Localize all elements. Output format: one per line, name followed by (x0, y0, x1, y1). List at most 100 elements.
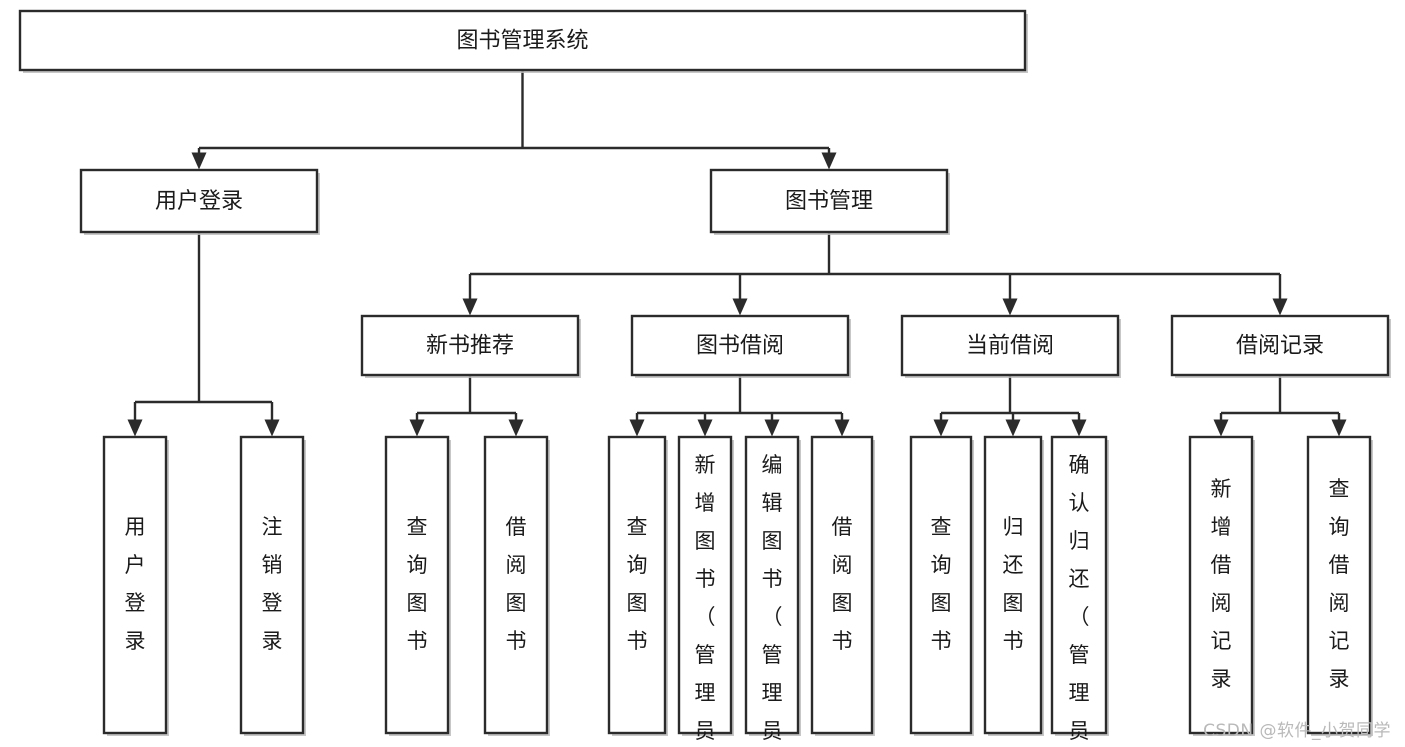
node-label-current-confirm-return-admin-ch0: 确 (1069, 453, 1090, 477)
node-label-record-query-ch3: 阅 (1329, 591, 1350, 615)
node-label-current-query-book-ch1: 询 (931, 553, 952, 577)
node-label-borrow-borrow-book-ch3: 书 (832, 629, 853, 653)
node-label-recommend-query-book-ch1: 询 (407, 553, 428, 577)
edge-group-current-borrow (933, 375, 1087, 437)
arrow-head-icon (933, 419, 949, 437)
node-label-record-add-ch1: 增 (1211, 515, 1232, 539)
node-label-borrow-add-book-admin-ch1: 增 (695, 491, 716, 515)
node-label-borrow-borrow-book-ch0: 借 (832, 515, 853, 539)
node-label-record-query-ch2: 借 (1329, 553, 1350, 577)
arrow-head-icon (508, 419, 524, 437)
arrow-head-icon (127, 419, 143, 437)
node-label-borrow-edit-book-admin-ch0: 编 (762, 453, 783, 477)
node-user-login[interactable]: 用户登录 (79, 168, 320, 235)
node-label-borrow-query-book-ch3: 书 (627, 629, 648, 653)
node-label-borrow-edit-book-admin-ch4: （ (762, 605, 783, 629)
node-label-current-borrow: 当前借阅 (966, 334, 1054, 359)
node-label-borrow-borrow-book-ch1: 阅 (832, 553, 853, 577)
arrow-head-icon (697, 419, 713, 437)
node-label-record-query-ch1: 询 (1329, 515, 1350, 539)
node-label-record-add-ch0: 新 (1211, 477, 1232, 501)
arrow-head-icon (821, 152, 837, 170)
node-label-current-query-book-ch3: 书 (931, 629, 952, 653)
node-label-current-confirm-return-admin-ch5: 管 (1069, 643, 1090, 667)
arrow-head-icon (1272, 298, 1288, 316)
edge-group-book-manage (462, 232, 1288, 316)
node-label-user-login: 用户登录 (155, 189, 243, 214)
node-label-user-logout-ch2: 登 (262, 591, 283, 615)
node-label-record-query-ch5: 录 (1329, 667, 1350, 691)
node-label-current-confirm-return-admin-ch7: 员 (1069, 719, 1090, 743)
arrow-head-icon (1071, 419, 1087, 437)
node-label-current-return-book-ch2: 图 (1003, 591, 1024, 615)
node-label-borrow-add-book-admin-ch5: 管 (695, 643, 716, 667)
node-label-borrow-add-book-admin-ch3: 书 (695, 567, 716, 591)
node-label-borrow-record: 借阅记录 (1236, 334, 1324, 359)
node-label-borrow-add-book-admin-ch6: 理 (695, 681, 716, 705)
node-label-borrow-edit-book-admin-ch5: 管 (762, 643, 783, 667)
node-label-current-confirm-return-admin-ch2: 归 (1069, 529, 1090, 553)
node-new-book-recommend[interactable]: 新书推荐 (360, 314, 581, 378)
node-label-record-add-ch5: 录 (1211, 667, 1232, 691)
node-label-root: 图书管理系统 (456, 29, 588, 54)
node-label-user-login-do-ch2: 登 (125, 591, 146, 615)
node-label-user-login-do-ch1: 户 (125, 553, 146, 577)
node-label-current-query-book-ch0: 查 (931, 515, 952, 539)
node-label-record-add-ch2: 借 (1211, 553, 1232, 577)
node-label-current-confirm-return-admin-ch6: 理 (1069, 681, 1090, 705)
node-label-borrow-add-book-admin-ch0: 新 (695, 453, 716, 477)
arrow-head-icon (732, 298, 748, 316)
node-label-borrow-edit-book-admin-ch6: 理 (762, 681, 783, 705)
arrow-head-icon (409, 419, 425, 437)
node-current-borrow[interactable]: 当前借阅 (900, 314, 1121, 378)
edge-group-borrow-record (1213, 375, 1347, 437)
node-label-user-logout-ch1: 销 (262, 553, 283, 577)
edge-group-book-borrow (629, 375, 850, 437)
node-label-user-login-do-ch0: 用 (125, 515, 146, 539)
node-label-new-book-recommend: 新书推荐 (426, 334, 514, 359)
node-book-borrow[interactable]: 图书借阅 (630, 314, 851, 378)
node-borrow-record[interactable]: 借阅记录 (1170, 314, 1391, 378)
node-label-borrow-add-book-admin-ch4: （ (695, 605, 716, 629)
node-label-borrow-edit-book-admin-ch2: 图 (762, 529, 783, 553)
node-label-borrow-query-book-ch0: 查 (627, 515, 648, 539)
node-label-borrow-add-book-admin-ch7: 员 (695, 719, 716, 743)
node-label-record-query-ch0: 查 (1329, 477, 1350, 501)
node-root[interactable]: 图书管理系统 (18, 9, 1028, 73)
node-user-login-do[interactable]: 用户登录 (102, 435, 169, 736)
edge-group-user-login (127, 232, 280, 437)
arrow-head-icon (462, 298, 478, 316)
arrow-head-icon (629, 419, 645, 437)
edge-group-new-book-recommend (409, 375, 524, 437)
node-label-borrow-edit-book-admin-ch3: 书 (762, 567, 783, 591)
node-label-recommend-query-book-ch2: 图 (407, 591, 428, 615)
node-label-record-add-ch3: 阅 (1211, 591, 1232, 615)
node-label-book-manage: 图书管理 (785, 189, 873, 214)
arrow-head-icon (834, 419, 850, 437)
arrow-head-icon (1213, 419, 1229, 437)
arrow-head-icon (1331, 419, 1347, 437)
arrow-head-icon (1002, 298, 1018, 316)
node-label-recommend-borrow-book-ch1: 阅 (506, 553, 527, 577)
node-label-current-confirm-return-admin-ch3: 还 (1069, 567, 1090, 591)
node-label-record-query-ch4: 记 (1329, 629, 1350, 653)
node-book-manage[interactable]: 图书管理 (709, 168, 950, 235)
node-label-recommend-query-book-ch3: 书 (407, 629, 428, 653)
node-label-current-query-book-ch2: 图 (931, 591, 952, 615)
arrow-head-icon (191, 152, 207, 170)
edges-layer (127, 70, 1347, 437)
node-label-current-return-book-ch0: 归 (1003, 515, 1024, 539)
